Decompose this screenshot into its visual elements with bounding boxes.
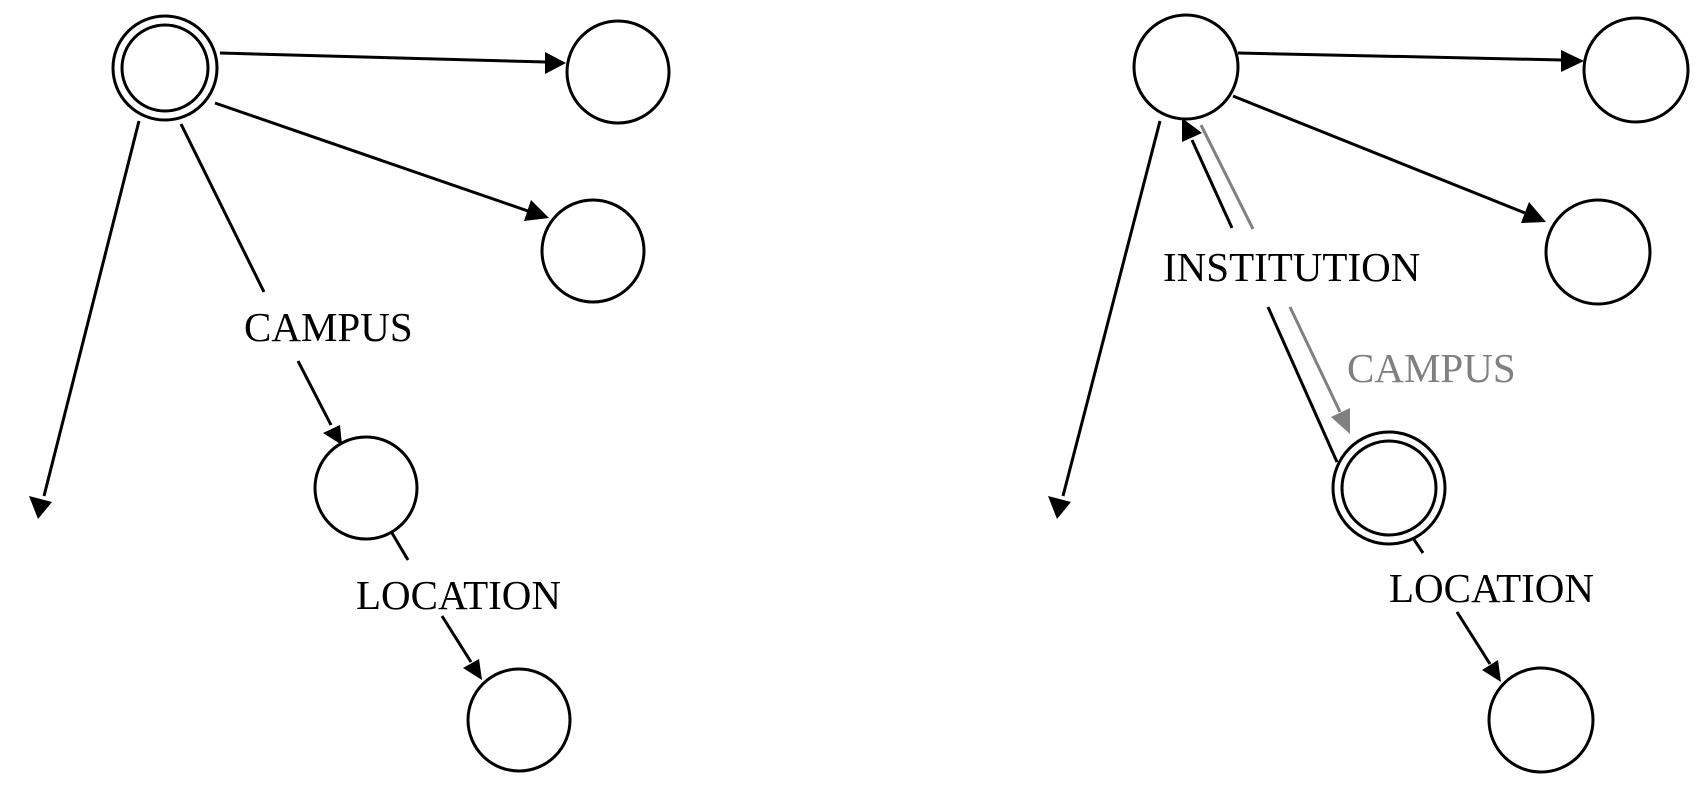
left-edge-root-to-right-top bbox=[219, 51, 566, 74]
right-edge-root-off-canvas bbox=[1048, 120, 1162, 519]
right-location-label: LOCATION bbox=[1389, 565, 1594, 611]
left-edge-root-off-canvas bbox=[29, 120, 141, 519]
right-right-mid-node bbox=[1544, 198, 1652, 306]
left-campus-label: CAMPUS bbox=[244, 304, 413, 350]
left-diagram bbox=[29, 14, 671, 773]
left-location-target-node bbox=[466, 667, 572, 773]
left-edge-location bbox=[390, 532, 482, 680]
left-edge-root-to-right-mid bbox=[214, 101, 549, 221]
left-right-top-node bbox=[565, 19, 671, 125]
right-campus-target-node-inner bbox=[1340, 439, 1438, 537]
right-edge-institution bbox=[1182, 118, 1339, 463]
right-edge-campus-gray bbox=[1199, 124, 1350, 434]
left-root-node-outer bbox=[111, 14, 219, 122]
right-diagram bbox=[1048, 13, 1690, 774]
right-edge-root-to-right-mid bbox=[1232, 94, 1546, 223]
right-institution-label: INSTITUTION bbox=[1163, 244, 1420, 290]
left-campus-target-node bbox=[313, 435, 419, 541]
right-edge-location bbox=[1411, 537, 1501, 682]
right-edge-root-to-right-top bbox=[1237, 50, 1584, 72]
right-campus-label: CAMPUS bbox=[1347, 345, 1516, 391]
right-location-target-node bbox=[1487, 666, 1595, 774]
left-location-label: LOCATION bbox=[356, 572, 561, 618]
left-root-node-inner bbox=[120, 23, 210, 113]
right-campus-target-node-outer bbox=[1331, 430, 1447, 546]
left-edge-campus bbox=[179, 123, 342, 445]
left-right-mid-node bbox=[540, 198, 646, 304]
right-right-top-node bbox=[1582, 16, 1690, 124]
right-root-node bbox=[1132, 13, 1240, 121]
